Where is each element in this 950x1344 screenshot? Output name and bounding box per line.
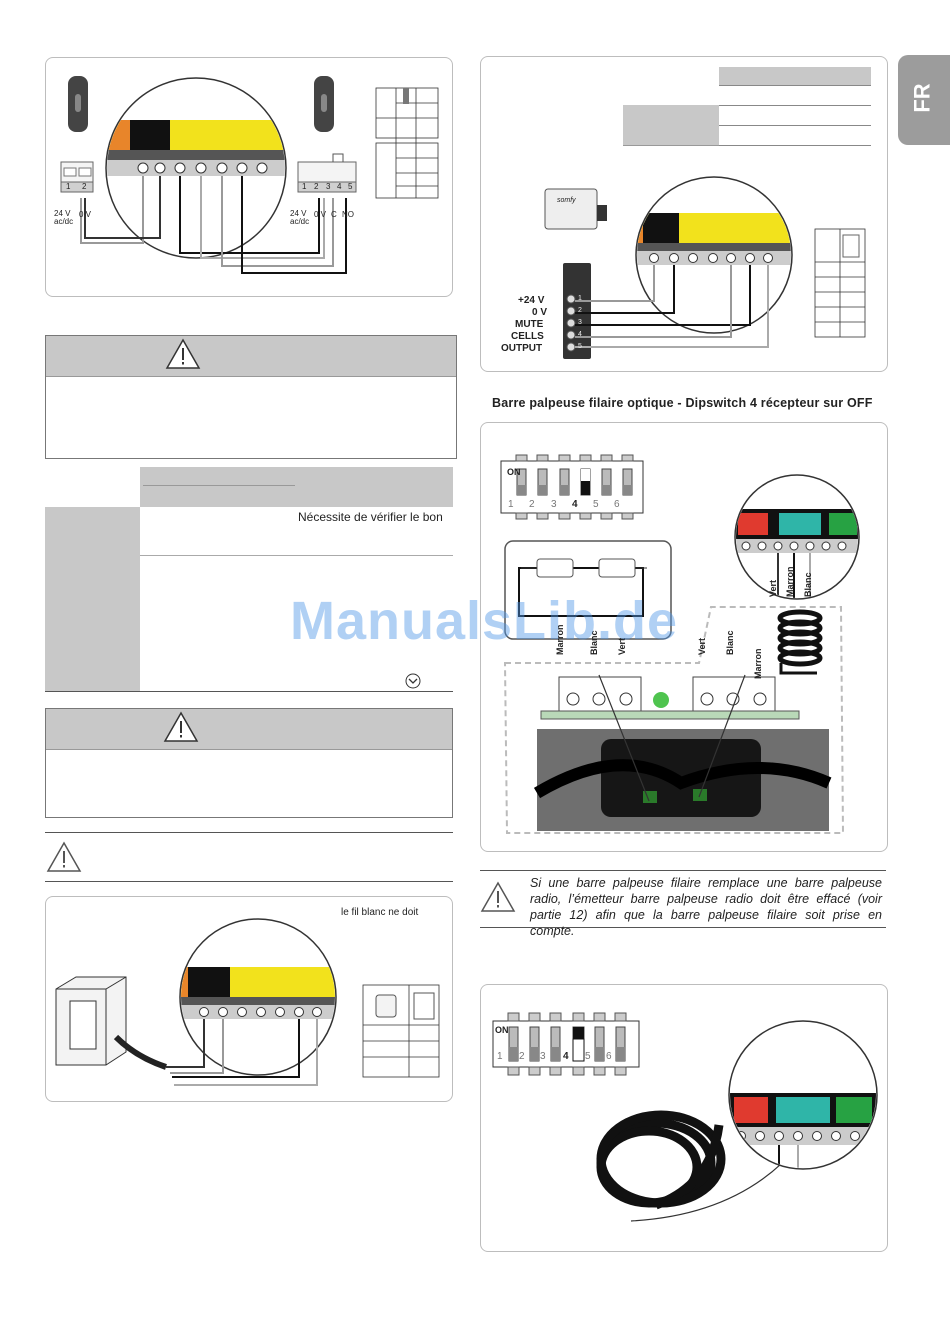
input-label-cells: CELLS <box>511 331 544 342</box>
right-term-3: 3 <box>326 182 331 191</box>
dip-on-label: ON <box>507 467 521 477</box>
warning-box-2 <box>45 708 453 818</box>
somfy-brand: somfy <box>557 197 576 204</box>
panel5-text: le fil blanc ne doit <box>341 907 419 918</box>
dip-num-2: 2 <box>529 499 535 510</box>
input-num-3: 3 <box>578 319 582 326</box>
input-label-0v: 0 V <box>532 307 548 318</box>
warning-box-1 <box>45 335 457 459</box>
spec-table: Nécessite de vérifier le bon <box>45 465 453 693</box>
warning-icon <box>163 711 199 742</box>
right-label-0v: 0 V <box>314 210 327 219</box>
dip-num-4: 4 <box>572 499 578 510</box>
input-num-2: 2 <box>578 307 582 314</box>
wire-right-marron: Marron <box>753 648 763 679</box>
wire-circle-vert: Vert <box>768 579 778 597</box>
dip-num-3: 3 <box>551 499 557 510</box>
dip-num-5: 5 <box>593 499 599 510</box>
right-label-no: NO <box>342 210 354 219</box>
dip-num-1: 1 <box>508 499 514 510</box>
module-wiring-diagram <box>544 176 866 359</box>
wire-right-blanc: Blanc <box>725 630 735 655</box>
wire-right-vert: Vert <box>697 637 707 655</box>
optical-edge-diagram <box>500 454 860 834</box>
note-bar-right: Si une barre palpeuse filaire remplace u… <box>480 870 886 938</box>
right-term-4: 4 <box>337 182 342 191</box>
optical-cell-diagram <box>55 918 440 1086</box>
input-label-output: OUTPUT <box>501 343 543 354</box>
chevron-down-icon <box>405 673 421 689</box>
right-label-c: C <box>331 210 337 219</box>
right-term-1: 1 <box>302 182 307 191</box>
wire-circle-blanc: Blanc <box>803 572 813 597</box>
dip2-num-2: 2 <box>519 1051 525 1062</box>
section-title: Barre palpeuse filaire optique - Dipswit… <box>492 396 873 410</box>
input-num-1: 1 <box>578 295 582 302</box>
left-term-2: 2 <box>82 182 87 191</box>
watermark: ManualsLib.de <box>290 591 679 651</box>
dip2-on-label: ON <box>495 1025 509 1035</box>
wire-circle-marron: Marron <box>785 566 795 597</box>
language-label: FR <box>909 83 935 113</box>
table-text: Nécessite de vérifier le bon <box>298 510 443 524</box>
language-tab: FR <box>898 55 950 145</box>
input-num-4: 4 <box>578 331 582 338</box>
dip-num-6: 6 <box>614 499 620 510</box>
right-term-5: 5 <box>348 182 353 191</box>
right-term-2: 2 <box>314 182 319 191</box>
warning-icon <box>46 841 82 872</box>
dip2-num-3: 3 <box>540 1051 546 1062</box>
photocell-wiring-diagram <box>60 76 439 274</box>
warning-icon <box>165 338 201 369</box>
input-label-24v: +24 V <box>518 295 545 306</box>
note-bar-left <box>45 832 453 882</box>
module-wiring-panel: somfy +24 V 0 V MUTE CELLS OUTPUT 1 2 3 … <box>480 56 888 372</box>
optical-cell-panel: le fil blanc ne doit <box>45 896 453 1102</box>
dip2-num-5: 5 <box>585 1051 591 1062</box>
optical-edge-panel: ON 1 2 3 4 5 6 Marron Blanc Vert Vert Bl… <box>480 422 888 852</box>
left-term-1: 1 <box>66 182 71 191</box>
warning-icon <box>480 881 516 912</box>
input-num-5: 5 <box>578 343 582 350</box>
note-text: Si une barre palpeuse filaire remplace u… <box>530 876 882 938</box>
input-label-mute: MUTE <box>515 319 544 330</box>
left-label-0v: 0 V <box>79 210 92 219</box>
resistive-edge-diagram <box>492 1012 878 1222</box>
photocell-wiring-panel: 1 2 24 V ac/dc 0 V 1 2 3 4 5 24 V ac/dc … <box>45 57 453 297</box>
resistive-edge-panel: ON 1 2 3 4 5 6 <box>480 984 888 1252</box>
dip2-num-4: 4 <box>563 1051 569 1062</box>
dip2-num-6: 6 <box>606 1051 612 1062</box>
dip2-num-1: 1 <box>497 1051 503 1062</box>
left-label-24v: 24 V ac/dc <box>54 209 74 226</box>
right-label-24v: 24 V ac/dc <box>290 209 310 226</box>
